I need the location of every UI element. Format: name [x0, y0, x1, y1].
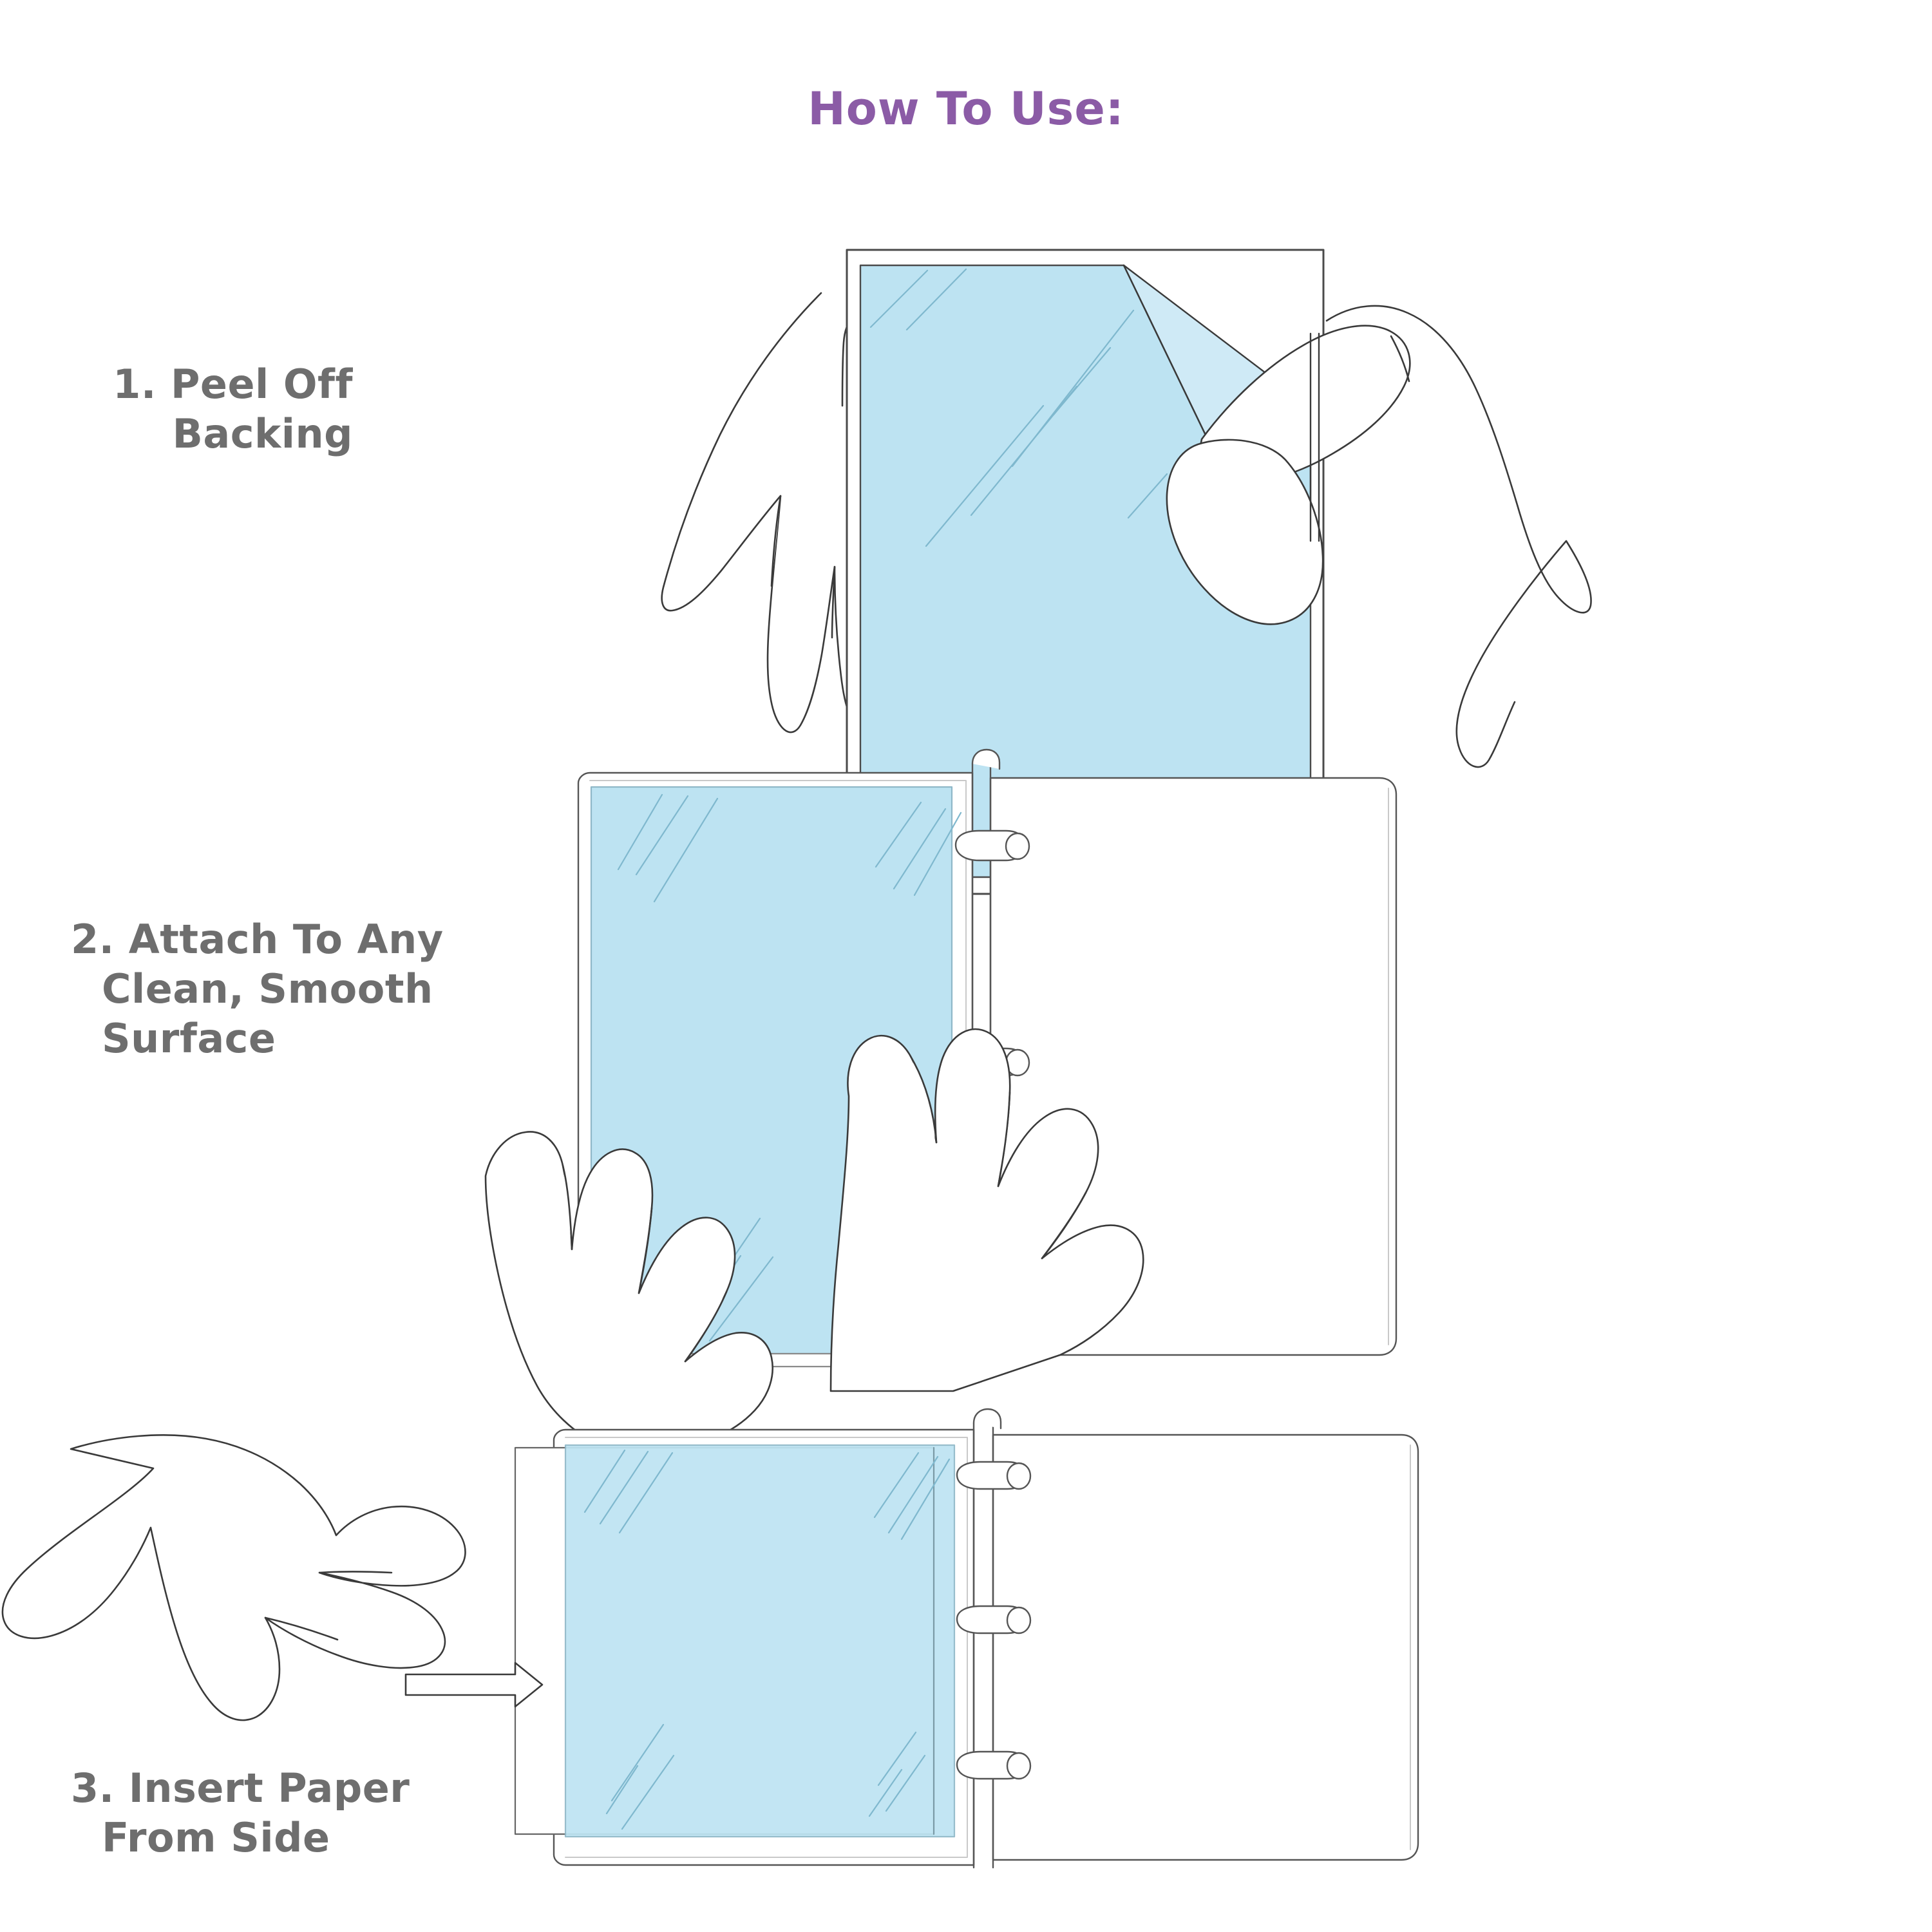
binder-rings	[956, 1461, 1032, 1780]
binder-spine	[972, 1408, 1002, 1869]
right-arrow-icon	[404, 1662, 544, 1708]
pointing-hand	[1, 1434, 466, 1721]
right-hand	[1166, 305, 1592, 768]
peel-fold-line	[1122, 264, 1212, 447]
step-2-line-1: 2. Attach To Any	[71, 916, 444, 963]
step-3-label: 3. Insert Paper From Side	[71, 1763, 547, 1862]
step-1-line-1: 1. Peel Off	[113, 361, 353, 408]
binder-right-page	[989, 777, 1397, 1356]
step-2-line-2: Clean, Smooth	[102, 965, 433, 1012]
step-3-illustration	[1, 1408, 1436, 1932]
binder-right-page	[992, 1434, 1419, 1861]
step-3-line-1: 3. Insert Paper	[71, 1765, 410, 1812]
step-2-label: 2. Attach To Any Clean, Smooth Surface	[71, 914, 560, 1063]
right-hand	[829, 1028, 1144, 1392]
gloss-lines	[583, 1449, 951, 1830]
step-3-line-2: From Side	[102, 1814, 330, 1861]
flap-edge-between-fingers	[1309, 332, 1320, 542]
pocket-blue-film	[564, 1444, 956, 1838]
left-hand	[661, 292, 881, 734]
gloss-lines	[869, 268, 1168, 547]
step-1-line-2: Backing	[172, 410, 353, 457]
step-1-label: 1. Peel Off Backing	[0, 359, 353, 459]
page-title: How To Use:	[808, 82, 1124, 135]
step-2-illustration	[484, 741, 1443, 1445]
step-2-line-3: Surface	[102, 1015, 276, 1062]
step-1-illustration	[644, 193, 1592, 895]
left-hand	[484, 1131, 774, 1445]
